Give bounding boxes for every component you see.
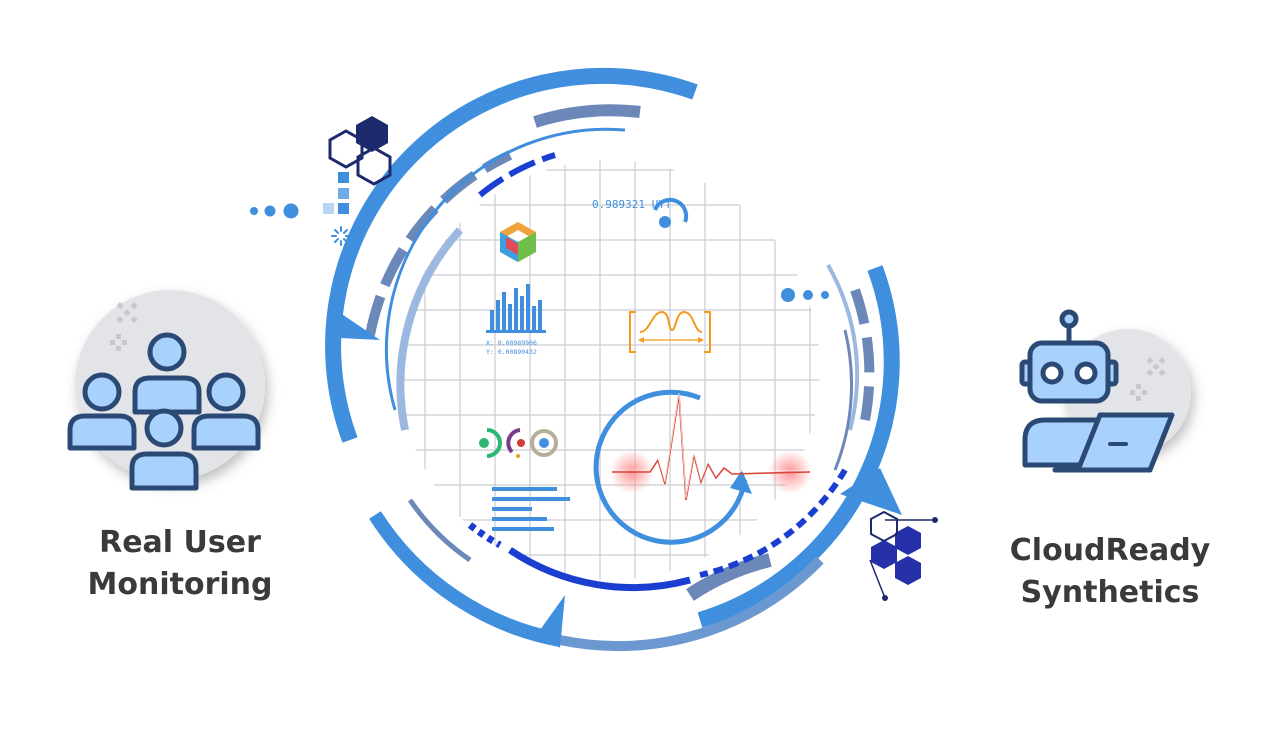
dial-inner-ring — [384, 127, 860, 592]
robot-laptop-icon — [1019, 309, 1191, 473]
dial-outer-ring — [325, 67, 900, 652]
rum-title-line2: Monitoring — [87, 567, 273, 602]
loading-spinner-icon — [331, 226, 351, 246]
syn-title-line1: CloudReady — [1009, 533, 1211, 568]
list-lines-icon — [492, 487, 570, 531]
dial-arrow-right — [840, 468, 902, 515]
dial-arrow-left — [330, 306, 380, 340]
gauge-icon — [653, 197, 689, 228]
monitoring-dial: 0.989321 UYT X: 0.00989906 Y: 0.00890432 — [325, 67, 902, 652]
dial-arrow-bottom — [540, 595, 565, 648]
heartbeat-monitor-icon — [593, 389, 812, 545]
coord-x-text: X: 0.00989906 — [486, 339, 537, 347]
pixel-squares-decoration — [323, 172, 349, 214]
dots-indicator-left — [250, 203, 299, 219]
coord-y-text: Y: 0.00890432 — [486, 348, 537, 356]
bar-chart-icon — [486, 284, 546, 333]
readout-text: 0.989321 UYT — [592, 198, 672, 211]
hexagon-cluster-top — [328, 116, 392, 186]
hexagon-network-bottom — [869, 510, 938, 601]
rum-title-line1: Real User — [99, 525, 261, 560]
dots-indicator-right — [781, 288, 829, 302]
users-group-icon — [67, 290, 265, 491]
real-user-monitoring-title: Real User Monitoring — [70, 522, 290, 606]
cloudready-synthetics-title: CloudReady Synthetics — [985, 530, 1235, 614]
distribution-curve-icon — [629, 310, 711, 353]
syn-title-line2: Synthetics — [1020, 575, 1200, 610]
cube-logo-icon — [500, 222, 536, 262]
status-rings-icon — [479, 428, 558, 458]
